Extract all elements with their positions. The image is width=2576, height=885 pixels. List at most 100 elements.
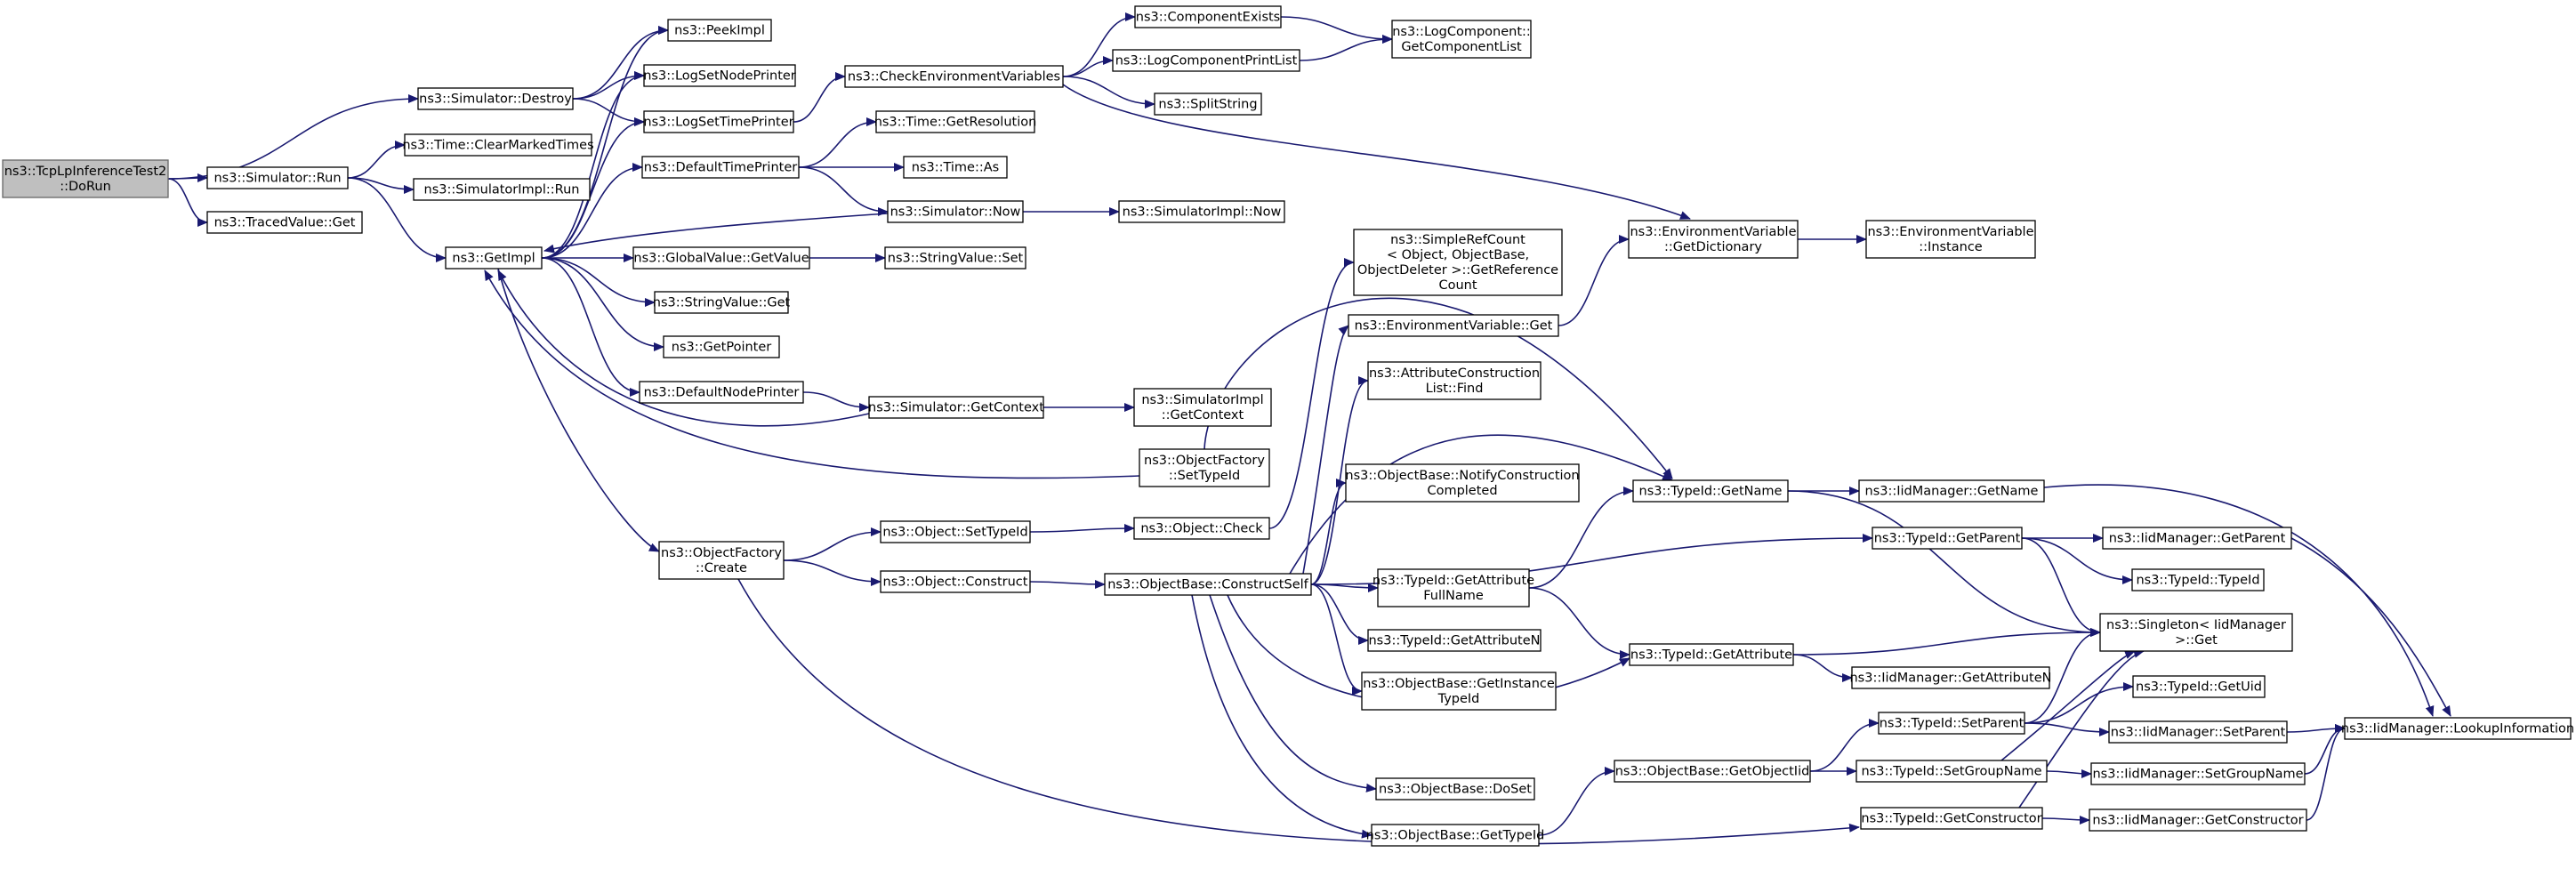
node-logsettime[interactable]: ns3::LogSetTimePrinter xyxy=(643,110,794,133)
node-label: ns3::IidManager::SetGroupName xyxy=(2092,768,2303,782)
node-label: ns3::TypeId::GetUid xyxy=(2136,680,2262,695)
node-clearmarked[interactable]: ns3::Time::ClearMarkedTimes xyxy=(402,133,594,157)
node-tidgetname[interactable]: ns3::TypeId::GetName xyxy=(1632,479,1789,503)
node-globalget[interactable]: ns3::GlobalValue::GetValue xyxy=(632,246,810,270)
node-tidsetgroup[interactable]: ns3::TypeId::SetGroupName xyxy=(1856,760,2048,783)
node-envgetdict[interactable]: ns3::EnvironmentVariable::GetDictionary xyxy=(1628,220,1799,259)
node-box xyxy=(1367,629,1542,652)
node-objcheck[interactable]: ns3::Object::Check xyxy=(1133,517,1270,540)
node-box xyxy=(2131,568,2265,591)
node-simimplrun[interactable]: ns3::SimulatorImpl::Run xyxy=(413,178,591,201)
node-ofsettypeid[interactable]: ns3::ObjectFactory::SetTypeId xyxy=(1139,448,1270,487)
node-iidgetparent[interactable]: ns3::IidManager::GetParent xyxy=(2102,527,2292,550)
node-label: ns3::CheckEnvironmentVariables xyxy=(848,70,1060,84)
node-getres[interactable]: ns3::Time::GetResolution xyxy=(874,110,1037,133)
node-splitstring[interactable]: ns3::SplitString xyxy=(1154,93,1262,116)
node-iidlookup[interactable]: ns3::IidManager::LookupInformation xyxy=(2341,717,2574,740)
node-label: List::Find xyxy=(1426,382,1484,396)
node-label: ns3::SplitString xyxy=(1158,98,1257,112)
node-label: ns3::LogComponent:: xyxy=(1392,25,1531,39)
node-tidsetparent[interactable]: ns3::TypeId::SetParent xyxy=(1878,712,2025,735)
edge-tidsetparent-to-tidgetuid xyxy=(2024,682,2134,724)
edge-getimpl-to-getpointer xyxy=(541,257,664,351)
node-stringget[interactable]: ns3::StringValue::Get xyxy=(653,291,791,314)
node-getobjectiid[interactable]: ns3::ObjectBase::GetObjectIid xyxy=(1614,760,1811,783)
edge-iidsetgroup-to-iidlookup xyxy=(2304,724,2346,775)
node-peekimpl[interactable]: ns3::PeekImpl xyxy=(667,19,772,42)
node-constructself[interactable]: ns3::ObjectBase::ConstructSelf xyxy=(1104,573,1312,596)
node-box xyxy=(1377,568,1530,607)
node-getcomplist[interactable]: ns3::LogComponent::GetComponentList xyxy=(1391,20,1532,59)
node-box xyxy=(445,246,543,270)
node-simimplgetctx[interactable]: ns3::SimulatorImpl::GetContext xyxy=(1133,388,1272,427)
node-label: ns3::ObjectBase::GetInstance xyxy=(1363,677,1555,691)
node-box xyxy=(2132,675,2266,698)
node-obgettypeid[interactable]: ns3::ObjectBase::GetTypeId xyxy=(1366,824,1545,847)
node-dosetobj[interactable]: ns3::ObjectBase::DoSet xyxy=(1375,777,1535,801)
node-iidgetattrn[interactable]: ns3::IidManager::GetAttributeN xyxy=(1849,666,2052,689)
edge-run-to-getimpl xyxy=(347,177,447,262)
edge-getattrfull-to-tidgetattr xyxy=(1528,587,1630,659)
node-envget[interactable]: ns3::EnvironmentVariable::Get xyxy=(1348,314,1559,337)
node-run[interactable]: ns3::Simulator::Run xyxy=(206,166,349,189)
node-objsettypeid[interactable]: ns3::Object::SetTypeId xyxy=(880,520,1031,543)
node-label: ns3::TracedValue::Get xyxy=(214,216,356,230)
node-checkenv[interactable]: ns3::CheckEnvironmentVariables xyxy=(844,65,1064,88)
node-simgetctx[interactable]: ns3::Simulator::GetContext xyxy=(868,396,1044,419)
node-tracedget[interactable]: ns3::TracedValue::Get xyxy=(206,211,363,234)
edge-ofcreate-to-objconstruct xyxy=(783,559,881,586)
node-iidgetname[interactable]: ns3::IidManager::GetName xyxy=(1858,479,2045,503)
node-label: GetComponentList xyxy=(1401,40,1522,54)
edge-logcompprint-to-getcomplist xyxy=(1299,35,1393,61)
node-tidgetattr[interactable]: ns3::TypeId::GetAttribute xyxy=(1629,643,1794,666)
node-iidsetparent[interactable]: ns3::IidManager::SetParent xyxy=(2108,720,2288,744)
node-iidgetconstr[interactable]: ns3::IidManager::GetConstructor xyxy=(2089,809,2307,832)
node-tidtypeid[interactable]: ns3::TypeId::TypeId xyxy=(2131,568,2265,591)
node-label: ns3::TypeId::GetAttribute xyxy=(1630,648,1792,663)
node-notifyconstr[interactable]: ns3::ObjectBase::NotifyConstructionCompl… xyxy=(1345,463,1580,503)
node-simnow[interactable]: ns3::Simulator::Now xyxy=(887,200,1024,223)
node-box xyxy=(1878,712,2025,735)
node-box xyxy=(1139,448,1270,487)
edge-constructself-to-tidgetname xyxy=(1289,434,1673,575)
node-label: ns3::LogSetTimePrinter xyxy=(643,116,793,130)
edge-checkenv-to-compexists xyxy=(1062,12,1136,77)
node-simimplnow[interactable]: ns3::SimulatorImpl::Now xyxy=(1118,200,1285,223)
edge-run-to-clearmarked xyxy=(347,141,406,179)
edge-constructself-to-dosetobj xyxy=(1209,594,1377,792)
node-singletonget[interactable]: ns3::Singleton< IidManager>::Get xyxy=(2099,613,2293,652)
node-box xyxy=(1118,200,1285,223)
node-label: ns3::SimpleRefCount xyxy=(1390,233,1525,247)
node-logsetnode[interactable]: ns3::LogSetNodePrinter xyxy=(643,64,796,87)
node-logcompprint[interactable]: ns3::LogComponentPrintList xyxy=(1112,49,1300,72)
node-tidgetuid[interactable]: ns3::TypeId::GetUid xyxy=(2132,675,2266,698)
node-tidgetconstr[interactable]: ns3::TypeId::GetConstructor xyxy=(1860,807,2043,830)
node-getimpl[interactable]: ns3::GetImpl xyxy=(445,246,543,270)
node-defaulttime[interactable]: ns3::DefaultTimePrinter xyxy=(641,156,800,179)
node-box xyxy=(1361,672,1557,711)
node-objconstruct[interactable]: ns3::Object::Construct xyxy=(880,570,1031,593)
node-tidgetparent[interactable]: ns3::TypeId::GetParent xyxy=(1872,527,2023,550)
node-timeas[interactable]: ns3::Time::As xyxy=(903,156,1008,179)
node-compexists[interactable]: ns3::ComponentExists xyxy=(1134,5,1282,28)
node-box xyxy=(1860,807,2043,830)
node-label: ns3::Simulator::Now xyxy=(890,205,1021,220)
node-envinstance[interactable]: ns3::EnvironmentVariable::Instance xyxy=(1865,220,2036,259)
node-getattrn[interactable]: ns3::TypeId::GetAttributeN xyxy=(1367,629,1542,652)
node-box xyxy=(1614,760,1811,783)
node-ofcreate[interactable]: ns3::ObjectFactory::Create xyxy=(658,541,785,580)
edge-getimpl-to-logsetnode xyxy=(541,71,645,259)
edge-constructself-to-obgettypeid xyxy=(1191,594,1373,839)
node-getpointer[interactable]: ns3::GetPointer xyxy=(663,335,780,358)
node-iidsetgroup[interactable]: ns3::IidManager::SetGroupName xyxy=(2090,762,2306,785)
node-dorun[interactable]: ns3::TcpLpInferenceTest2::DoRun xyxy=(2,159,169,198)
node-simplerefcount[interactable]: ns3::SimpleRefCount< Object, ObjectBase,… xyxy=(1353,229,1563,296)
node-stringset[interactable]: ns3::StringValue::Set xyxy=(884,246,1026,270)
node-label: ns3::Time::GetResolution xyxy=(874,116,1037,130)
node-destroy[interactable]: ns3::Simulator::Destroy xyxy=(417,87,574,110)
node-defaultnode[interactable]: ns3::DefaultNodePrinter xyxy=(639,381,804,404)
